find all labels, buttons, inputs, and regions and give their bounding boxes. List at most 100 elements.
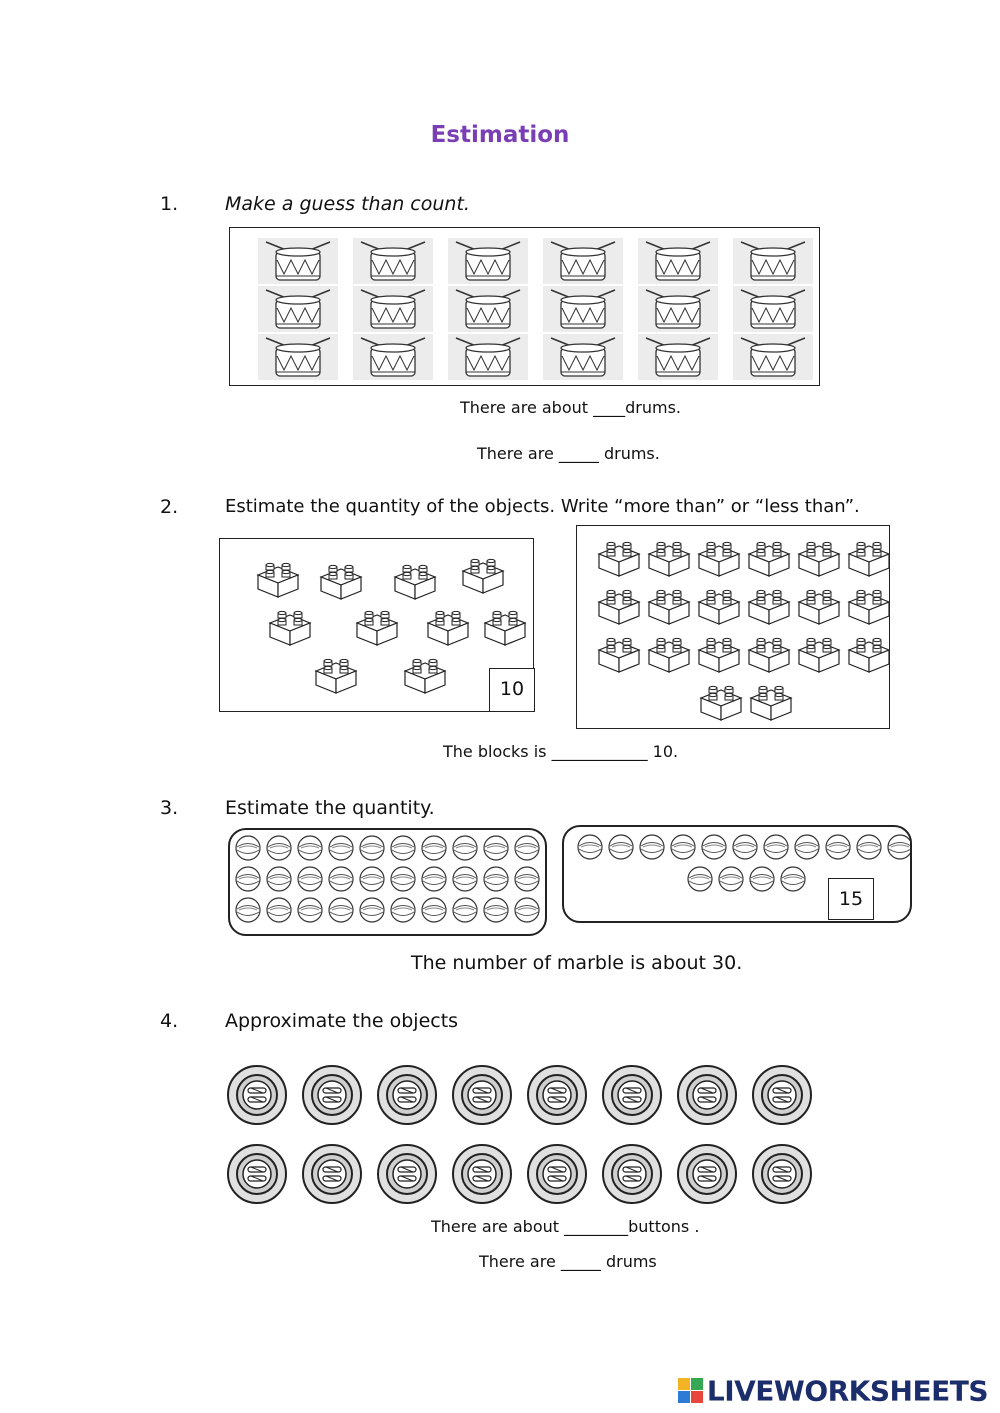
marble-icon <box>483 835 509 861</box>
liveworksheets-logo: LIVEWORKSHEETS <box>677 1373 989 1407</box>
drum-icon <box>733 334 813 380</box>
block-icon <box>314 658 358 694</box>
marble-icon <box>235 835 261 861</box>
button-icon <box>527 1065 587 1125</box>
reference-count-label: 10 <box>489 668 535 712</box>
marble-icon <box>266 897 292 923</box>
question-3-text: Estimate the quantity. <box>225 797 435 819</box>
question-4-text: Approximate the objects <box>225 1010 459 1032</box>
drum-icon <box>638 286 718 332</box>
button-icon <box>227 1144 287 1204</box>
marble-icon <box>235 866 261 892</box>
button-icon <box>677 1065 737 1125</box>
block-icon <box>597 589 641 625</box>
question-3-answer-line: The number of marble is about 30. <box>411 952 743 974</box>
marble-icon <box>359 897 385 923</box>
question-2-text: Estimate the quantity of the objects. Wr… <box>225 496 860 517</box>
marble-icon <box>266 866 292 892</box>
marble-icon <box>421 897 447 923</box>
block-icon <box>647 637 691 673</box>
block-icon <box>256 562 300 598</box>
question-3-number: 3. <box>160 797 179 819</box>
button-icon <box>452 1065 512 1125</box>
block-icon <box>319 564 363 600</box>
marbles-reference-label: 15 <box>828 878 874 920</box>
drum-icon <box>543 238 623 284</box>
button-icon <box>527 1144 587 1204</box>
block-icon <box>699 685 743 721</box>
marble-icon <box>390 835 416 861</box>
marble-icon <box>421 835 447 861</box>
block-icon <box>268 610 312 646</box>
drum-icon <box>448 286 528 332</box>
block-icon <box>597 637 641 673</box>
marble-icon <box>577 834 603 860</box>
button-icon <box>227 1065 287 1125</box>
block-icon <box>647 589 691 625</box>
button-icon <box>752 1065 812 1125</box>
drum-icon <box>638 334 718 380</box>
marble-icon <box>887 834 910 860</box>
marble-icon <box>421 866 447 892</box>
marble-icon <box>701 834 727 860</box>
live-badge-icon <box>677 1377 704 1404</box>
marble-icon <box>514 866 540 892</box>
question-4-estimate-line: There are about ________buttons . <box>431 1217 700 1236</box>
marble-icon <box>359 866 385 892</box>
marble-icon <box>359 835 385 861</box>
marble-icon <box>390 866 416 892</box>
marble-icon <box>514 897 540 923</box>
button-icon <box>602 1065 662 1125</box>
block-icon <box>847 637 889 673</box>
question-1-number: 1. <box>160 193 179 215</box>
marble-icon <box>483 866 509 892</box>
marble-icon <box>328 897 354 923</box>
drum-icon <box>733 238 813 284</box>
block-icon <box>393 564 437 600</box>
button-icon <box>302 1144 362 1204</box>
question-2-answer-line: The blocks is ____________ 10. <box>443 742 679 761</box>
button-icon <box>677 1144 737 1204</box>
button-icon <box>377 1144 437 1204</box>
marble-icon <box>297 897 323 923</box>
block-icon <box>697 589 741 625</box>
drum-icon <box>638 238 718 284</box>
block-icon <box>797 637 841 673</box>
block-icon <box>355 610 399 646</box>
drum-icon <box>258 334 338 380</box>
marble-icon <box>718 866 744 892</box>
marble-icon <box>235 897 261 923</box>
marble-icon <box>608 834 634 860</box>
marble-icon <box>780 866 806 892</box>
block-icon <box>847 541 889 577</box>
question-4-number: 4. <box>160 1010 179 1032</box>
marble-icon <box>297 835 323 861</box>
block-icon <box>749 685 793 721</box>
block-icon <box>483 610 527 646</box>
block-icon <box>747 637 791 673</box>
block-icon <box>403 658 447 694</box>
marble-icon <box>483 897 509 923</box>
marble-icon <box>794 834 820 860</box>
question-4-count-line: There are _____ drums <box>479 1252 657 1271</box>
marble-icon <box>328 835 354 861</box>
marble-icon <box>297 866 323 892</box>
block-icon <box>461 558 505 594</box>
question-2-number: 2. <box>160 496 179 518</box>
drum-icon <box>543 286 623 332</box>
marble-icon <box>514 835 540 861</box>
marble-icon <box>266 835 292 861</box>
drums-picture-box <box>229 227 820 386</box>
block-icon <box>797 589 841 625</box>
brand-name: LIVEWORKSHEETS <box>706 1374 989 1407</box>
marble-icon <box>825 834 851 860</box>
worksheet-title: Estimation <box>430 122 570 148</box>
buttons-picture <box>220 1058 820 1208</box>
drum-icon <box>258 286 338 332</box>
marble-icon <box>390 897 416 923</box>
question-1-text: Make a guess than count. <box>225 193 470 215</box>
reference-blocks-box <box>219 538 534 712</box>
question-1-count-line: There are _____ drums. <box>477 444 660 463</box>
drum-icon <box>353 238 433 284</box>
drum-icon <box>258 238 338 284</box>
